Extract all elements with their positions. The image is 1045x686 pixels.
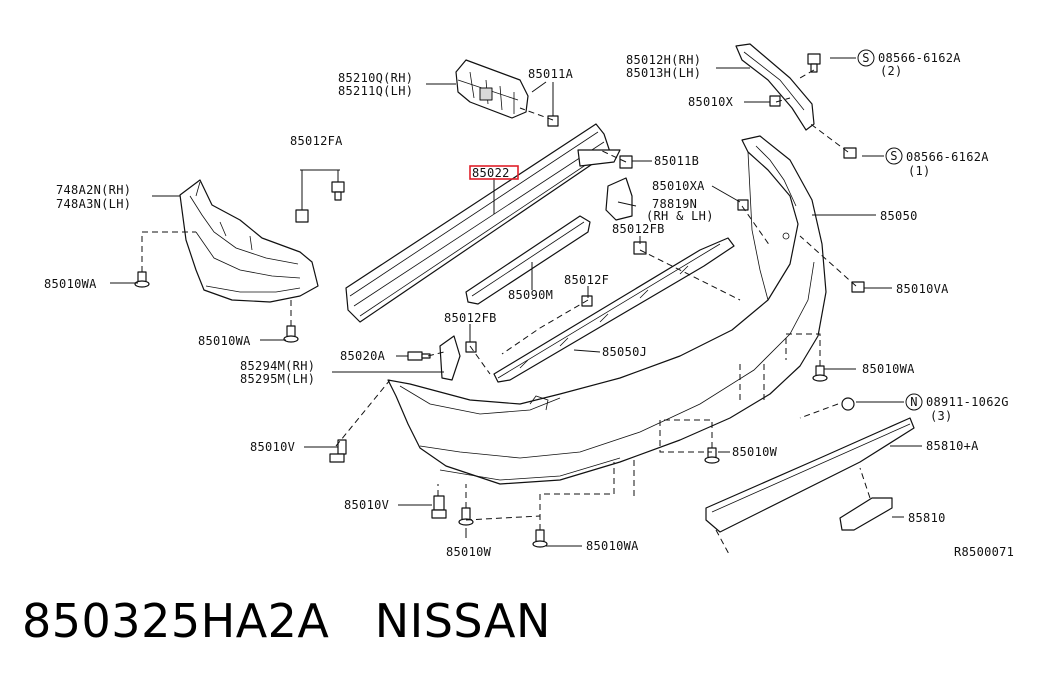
side-retainer-85012H bbox=[735, 43, 815, 131]
symbol-s-b-text: S bbox=[890, 149, 898, 163]
label-85010W-low: 85010W bbox=[446, 545, 492, 559]
label-85010VA: 85010VA bbox=[896, 282, 949, 296]
diffuser-85810A bbox=[705, 417, 915, 533]
label-748A3N: 748A3N(LH) bbox=[56, 197, 131, 211]
bracket-78819N bbox=[605, 177, 633, 221]
label-08566-a-qty: (2) bbox=[880, 64, 903, 78]
clip-85010XA bbox=[737, 199, 749, 211]
bolt-85011A bbox=[547, 82, 559, 127]
label-78819N-side: (RH & LH) bbox=[646, 209, 714, 223]
side-bracket-85294M bbox=[439, 335, 461, 381]
screw-85010W-low bbox=[458, 507, 474, 526]
clip-85012FA bbox=[295, 170, 345, 223]
label-85295M: 85295M(LH) bbox=[240, 372, 315, 386]
symbol-s-a-text: S bbox=[862, 51, 870, 65]
label-85010XA: 85010XA bbox=[652, 179, 705, 193]
label-08566-b-qty: (1) bbox=[908, 164, 931, 178]
label-85013H: 85013H(LH) bbox=[626, 66, 701, 80]
label-85010WA-mid: 85010WA bbox=[198, 334, 251, 348]
label-85012FA: 85012FA bbox=[290, 134, 343, 148]
label-748A2N: 748A2N(RH) bbox=[56, 183, 131, 197]
label-08566-a: 08566-6162A bbox=[878, 51, 961, 65]
screw-85010V-low bbox=[431, 495, 447, 519]
label-85010X: 85010X bbox=[688, 95, 734, 109]
label-78819N: 78819N bbox=[652, 197, 697, 211]
label-85810: 85810 bbox=[908, 511, 946, 525]
symbol-s-a: S bbox=[857, 49, 875, 67]
symbol-n-text: N bbox=[910, 395, 918, 409]
side-bracket-part bbox=[179, 179, 319, 303]
label-85012F: 85012F bbox=[564, 273, 609, 287]
screw-85010WA-lower bbox=[283, 325, 299, 343]
label-08911: 08911-1062G bbox=[926, 395, 1009, 409]
label-85050: 85050 bbox=[880, 209, 918, 223]
reinforcement-beam bbox=[345, 123, 621, 323]
absorber-85090M bbox=[465, 215, 591, 305]
label-85010WA-right: 85010WA bbox=[862, 362, 915, 376]
label-85090M: 85090M bbox=[508, 288, 553, 302]
label-85010V-low: 85010V bbox=[344, 498, 389, 512]
screw-85010WA-low bbox=[532, 529, 548, 548]
label-85294M: 85294M(RH) bbox=[240, 359, 315, 373]
molding-85810 bbox=[839, 497, 893, 531]
label-85210Q: 85210Q(RH) bbox=[338, 71, 413, 85]
label-85211Q: 85211Q(LH) bbox=[338, 84, 413, 98]
highlight-box-85022 bbox=[469, 165, 519, 180]
label-85010W-mid: 85010W bbox=[732, 445, 778, 459]
label-85012FB-mid: 85012FB bbox=[444, 311, 497, 325]
screw-08566-b bbox=[843, 147, 857, 159]
symbol-n: N bbox=[905, 393, 923, 411]
screw-85010W-mid bbox=[704, 447, 720, 464]
energy-absorber-bracket bbox=[455, 59, 529, 119]
label-85012FB-top: 85012FB bbox=[612, 222, 665, 236]
screw-85020A bbox=[407, 351, 431, 361]
label-85010WA-low: 85010WA bbox=[586, 539, 639, 553]
screw-85010WA-left bbox=[134, 271, 150, 288]
label-85050J: 85050J bbox=[602, 345, 647, 359]
label-85010V-left: 85010V bbox=[250, 440, 295, 454]
label-85011B: 85011B bbox=[654, 154, 699, 168]
bumper-bracket-85050J bbox=[493, 237, 735, 383]
label-85022: 85022 bbox=[472, 166, 510, 180]
bumper-fascia-85050 bbox=[387, 135, 827, 485]
part-number-title: 850325HA2A NISSAN bbox=[22, 594, 551, 648]
label-08911-qty: (3) bbox=[930, 409, 953, 423]
part-labels: 85012H(RH) 85013H(LH) 08566-6162A (2) 85… bbox=[44, 51, 1014, 559]
screw-85010WA-right bbox=[812, 365, 828, 382]
symbol-s-b: S bbox=[885, 147, 903, 165]
screw-08566-a bbox=[807, 53, 821, 73]
nut-08911 bbox=[841, 397, 855, 411]
label-85020A: 85020A bbox=[340, 349, 386, 363]
label-85010WA-left: 85010WA bbox=[44, 277, 97, 291]
label-85011A: 85011A bbox=[528, 67, 574, 81]
assembly-lines bbox=[141, 69, 871, 557]
reference-code: R8500071 bbox=[954, 545, 1014, 559]
label-85012H: 85012H(RH) bbox=[626, 53, 701, 67]
label-85810A: 85810+A bbox=[926, 439, 979, 453]
leader-lines bbox=[110, 57, 922, 547]
screw-85010VA bbox=[851, 281, 865, 293]
label-08566-b: 08566-6162A bbox=[906, 150, 989, 164]
